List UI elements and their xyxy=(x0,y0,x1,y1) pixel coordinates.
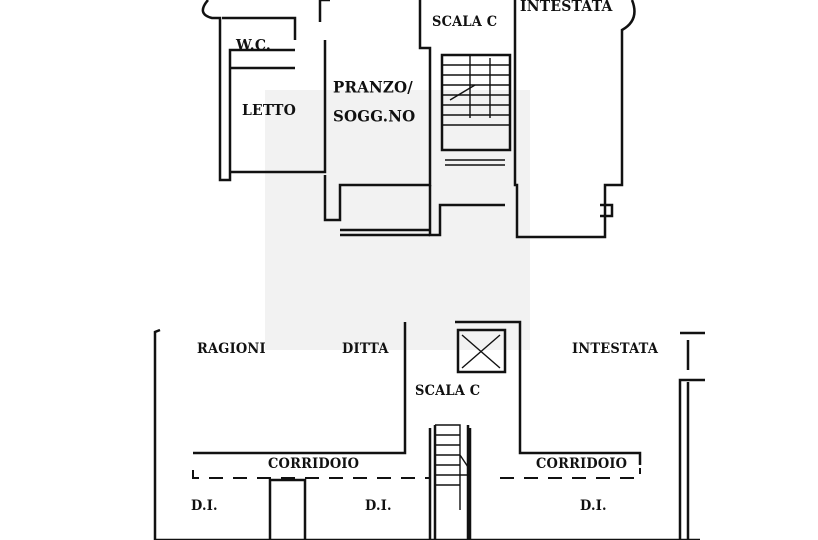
background-watermark xyxy=(265,90,530,350)
room-label-intestata-upper: INTESTATA xyxy=(520,0,613,16)
room-label-di-center: D.I. xyxy=(365,498,392,515)
room-label-di-right: D.I. xyxy=(580,498,607,515)
room-label-di-left: D.I. xyxy=(191,498,218,515)
room-label-corridoio-left: CORRIDOIO xyxy=(268,456,360,473)
room-label-soggiorno: SOGG.NO xyxy=(333,106,416,126)
room-label-ditta: DITTA xyxy=(342,341,389,358)
room-label-wc: W.C. xyxy=(236,37,271,55)
room-label-ragioni: RAGIONI xyxy=(197,341,266,358)
room-label-letto: LETTO xyxy=(242,102,297,120)
room-label-scala-c-lower: SCALA C xyxy=(415,383,481,400)
room-label-pranzo: PRANZO/ xyxy=(333,77,413,97)
room-label-intestata-lower: INTESTATA xyxy=(572,341,659,358)
room-label-corridoio-right: CORRIDOIO xyxy=(536,456,628,473)
upper-floor-walls xyxy=(201,0,636,239)
lower-floor-walls xyxy=(153,320,705,540)
room-label-scala-c-upper: SCALA C xyxy=(432,14,498,31)
